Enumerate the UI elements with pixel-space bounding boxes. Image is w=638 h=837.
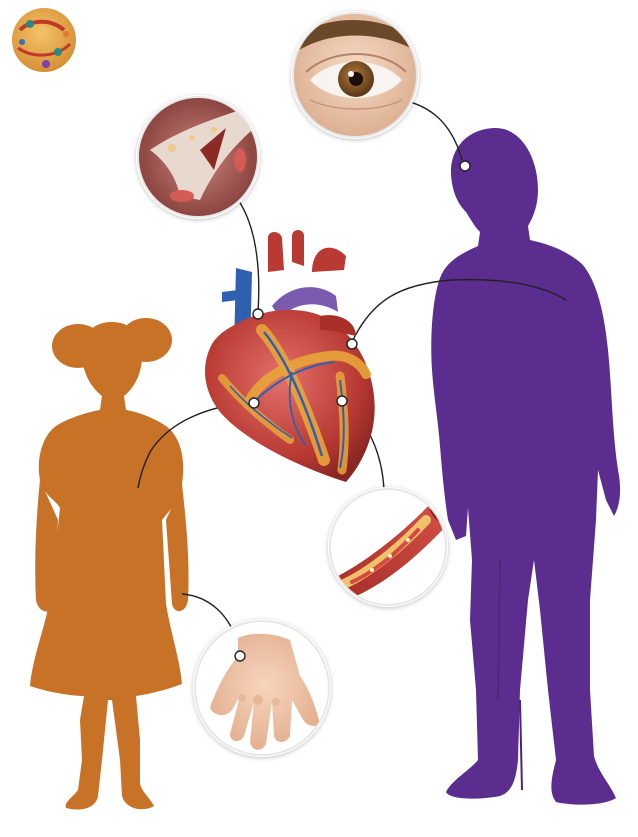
dot-adult-heart bbox=[347, 339, 357, 349]
heart-icon bbox=[205, 230, 375, 482]
adult-silhouette bbox=[431, 128, 620, 805]
dot-eye bbox=[460, 161, 470, 171]
dot-artery bbox=[337, 396, 347, 406]
inset-eye bbox=[290, 10, 420, 140]
inset-hand bbox=[193, 619, 331, 757]
dot-valve bbox=[253, 309, 263, 319]
inset-artery bbox=[328, 487, 455, 607]
dot-child-heart bbox=[249, 398, 259, 408]
inset-valve bbox=[136, 95, 260, 219]
child-silhouette bbox=[30, 318, 189, 810]
particle-icon bbox=[12, 8, 76, 72]
dot-hand bbox=[235, 651, 245, 661]
